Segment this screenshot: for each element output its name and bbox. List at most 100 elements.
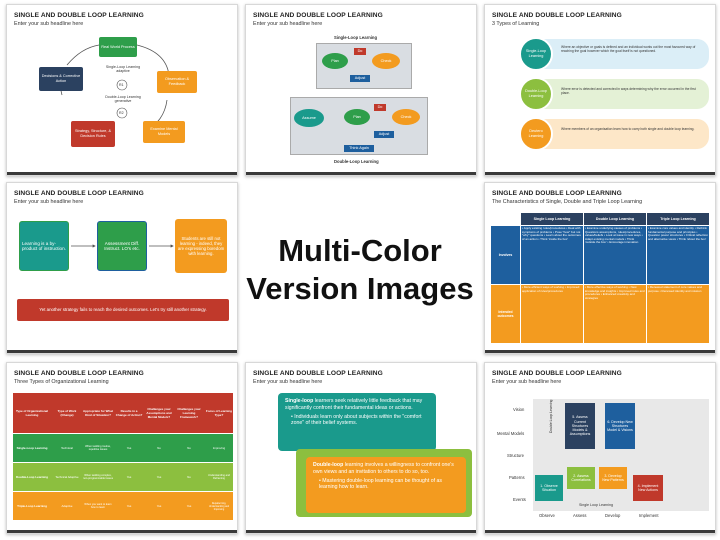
header-cell: Results in a Change of Action? [115,409,143,417]
slide-thumbnail-4[interactable]: SINGLE AND DOUBLE LOOP LEARNING Enter yo… [6,182,238,354]
double-loop-bullet-text: Mastering double-loop learning can be th… [319,477,442,491]
single-loop-caption: Single-Loop Learning [334,35,378,40]
plan-oval: Plan [322,53,348,69]
step-1-box: 1. Observe Situation [535,475,563,501]
slide-subtitle: Enter your sub headline here [492,379,562,385]
table-cell: When tackling routine, repetitive issues [85,445,111,451]
type-text-1: Where an objective or goals is defined a… [561,45,696,54]
row-label: Single-Loop Learning [16,446,48,450]
table-cell: Understanding and Reframing [208,474,230,480]
double-loop-bold: Double-loop [313,462,344,468]
table-cell: Technical [61,446,73,450]
heading-line-1: Multi-Color [278,233,442,268]
col-header-double: Double Loop Learning [584,213,646,225]
double-loop-arrow-label: Double Loop Learning [549,399,553,433]
multi-color-heading: Multi-Color Version Images [236,178,484,362]
slide-footer-bar [7,350,237,353]
type-circle-1: Single-Loop Learning [519,37,553,71]
table-cell: Adaptive [61,504,73,508]
decisions-box: Decisions & Corrective Action [39,67,83,91]
slide-thumbnail-6[interactable]: SINGLE AND DOUBLE LOOP LEARNING Three Ty… [6,362,238,534]
row-header-involves: Involves [491,226,520,284]
adjust-box-2: Adjust [374,131,394,138]
single-loop-text: learners seek relatively little feedback… [285,398,423,411]
strategy-bar: Yet another strategy fails to reach the … [17,299,229,321]
cell-involves-double: • Examine underlying causes of problems … [584,226,646,284]
cell-outcomes-single: • More efficient ways of working • Impro… [521,285,583,343]
slide-thumbnail-1[interactable]: SINGLE AND DOUBLE LOOP LEARNING Enter yo… [6,4,238,176]
table-header-row: Type of Organizational Learning Type of … [13,393,233,433]
slide-title: SINGLE AND DOUBLE LOOP LEARNING [14,370,144,377]
cell-involves-single: • Apply existing rules/procedures • Deal… [521,226,583,284]
r1-label: R1 [119,83,124,87]
step-6-box: 6. Develop New Structures Model & Vision… [605,403,635,449]
step-4-box: 4. Implement New Actions [633,475,663,501]
slide-title: SINGLE AND DOUBLE LOOP LEARNING [14,12,144,19]
slide-footer-bar [485,172,715,175]
plan-oval-2: Plan [344,109,370,125]
header-cell: Challenges your Assumptions and Mental M… [146,407,172,419]
header-cell: Focus of Learning Type? [205,409,232,417]
row-label-structure: Structure [507,453,524,458]
cell-involves-triple: • Examine core values and identity • Ret… [647,226,709,284]
slide-subtitle: Enter your sub headline here [14,21,84,27]
r2-label: R2 [119,111,124,115]
real-world-box: Real World Process [99,37,137,57]
slide-thumbnail-2[interactable]: SINGLE AND DOUBLE LOOP LEARNING Enter yo… [245,4,477,176]
slide-thumbnail-8[interactable]: SINGLE AND DOUBLE LOOP LEARNING Enter yo… [484,362,716,534]
slide-subtitle: Three Types of Organizational Learning [14,379,109,385]
slide-title: SINGLE AND DOUBLE LOOP LEARNING [253,370,383,377]
type-row-1 [531,39,709,69]
col-label-implement: Implement [639,513,659,518]
check-oval-2: Check [392,109,420,125]
double-loop-text: learning involves a willingness to confr… [313,462,454,475]
slide-title: SINGLE AND DOUBLE LOOP LEARNING [492,370,622,377]
slide-footer-bar [246,172,476,175]
cell-outcomes-triple: • Renewed statement of core values and p… [647,285,709,343]
double-loop-bullet: • Mastering double-loop learning can be … [319,477,442,491]
slide-title: SINGLE AND DOUBLE LOOP LEARNING [492,12,622,19]
observation-box: Observation & Feedback [157,71,197,93]
table-cell: Technical Adaptive [55,475,79,479]
slide-thumbnail-7[interactable]: SINGLE AND DOUBLE LOOP LEARNING Enter yo… [245,362,477,534]
slide-footer-bar [246,530,476,533]
row-header-outcomes: Intended outcomes [491,285,520,343]
slide-title: SINGLE AND DOUBLE LOOP LEARNING [14,190,144,197]
row-label-events: Events [513,497,526,502]
header-cell: Type of Organizational Learning [15,409,49,417]
col-header-single: Single Loop Learning [521,213,583,225]
type-text-3: Where members of an organisation learn h… [561,127,695,131]
table-cell: When you want to learn how to learn [84,503,112,509]
row-label-mental-models: Mental Models [497,431,525,436]
slide-thumbnail-3[interactable]: SINGLE AND DOUBLE LOOP LEARNING 3 Types … [484,4,716,176]
table-cell: Yes [156,504,162,508]
assessment-box: Assessment Diff. Instruct. LO's etc. [97,221,147,271]
type-text-2: Where error is detected and corrected in… [561,87,696,96]
mental-models-box: Examine Mental Models [143,121,185,143]
single-loop-bold: Single-loop [285,398,314,404]
slide-title: SINGLE AND DOUBLE LOOP LEARNING [253,12,383,19]
slide-thumbnail-5[interactable]: SINGLE AND DOUBLE LOOP LEARNING The Char… [484,182,716,354]
table-cell: Improving [212,446,226,450]
slide-footer-bar [7,172,237,175]
double-loop-caption: Double-Loop Learning [334,159,379,164]
table-cell: Yes [126,475,132,479]
slide-subtitle: Enter your sub headline here [253,21,323,27]
row-label-vision: Vision [513,407,525,412]
table-cell: No [187,475,191,479]
single-loop-bullet-text: Individuals learn only about subjects wi… [291,413,422,427]
header-cell: Challenges your Learning Framework? [177,407,201,419]
table-row: Triple-Loop Learning Adaptive When you w… [13,492,233,520]
col-header-triple: Triple Loop Learning [647,213,709,225]
row-label-patterns: Patterns [509,475,525,480]
step-2-box: 2. Assess Correlations [567,467,595,489]
double-loop-card: Double-loop learning involves a willingn… [306,457,466,513]
row-label: Double-Loop Learning [16,475,48,479]
table-cell: Yes [186,504,192,508]
step-5-box: 5. Assess Current Structures Models & As… [565,403,595,449]
table-cell: When tackling complex, non-programmable … [83,474,113,480]
row-label: Triple-Loop Learning [17,504,47,508]
table-cell: Repatterning, Understanding and Improvin… [208,501,230,511]
flow-arrows [71,244,174,248]
